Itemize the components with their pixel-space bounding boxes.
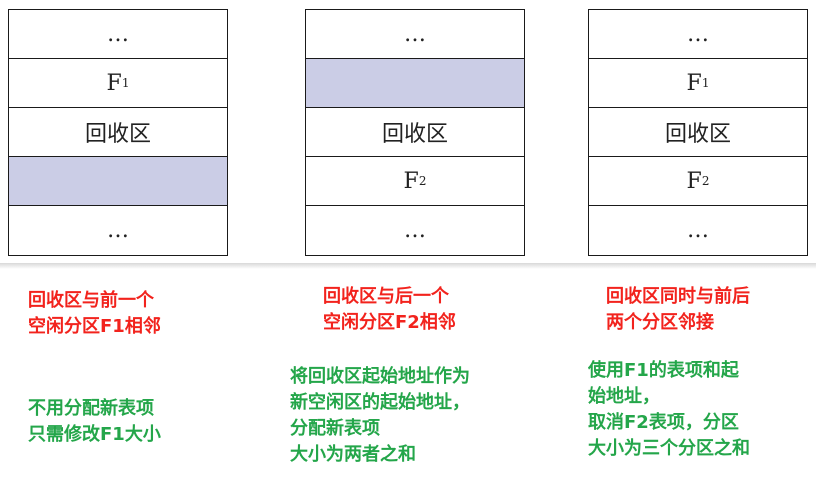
memory-cell: 回收区 bbox=[9, 108, 227, 157]
memory-cell: 回收区 bbox=[589, 108, 807, 157]
memory-cell: … bbox=[687, 218, 709, 243]
case1-title: 回收区与前一个 空闲分区F1相邻 bbox=[28, 290, 161, 337]
memory-cell: … bbox=[107, 218, 129, 243]
free-block bbox=[306, 59, 524, 108]
case2-description: 将回收区起始地址作为 新空闲区的起始地址， 分配新表项 大小为两者之和 bbox=[290, 366, 470, 465]
case3-title: 回收区同时与前后 两个分区邻接 bbox=[606, 286, 750, 333]
free-block bbox=[9, 157, 227, 206]
memory-cell: … bbox=[589, 10, 807, 59]
memory-cell: … bbox=[404, 218, 426, 243]
case1-description: 不用分配新表项 只需修改F1大小 bbox=[28, 398, 161, 445]
case3-description: 使用F1的表项和起 始地址， 取消F2表项，分区 大小为三个分区之和 bbox=[588, 360, 750, 459]
divider bbox=[0, 263, 816, 269]
memory-cell: 回收区 bbox=[306, 108, 524, 157]
case2-title: 回收区与后一个 空闲分区F2相邻 bbox=[323, 286, 456, 333]
memory-cell: … bbox=[306, 10, 524, 59]
memory-cell: … bbox=[9, 10, 227, 59]
